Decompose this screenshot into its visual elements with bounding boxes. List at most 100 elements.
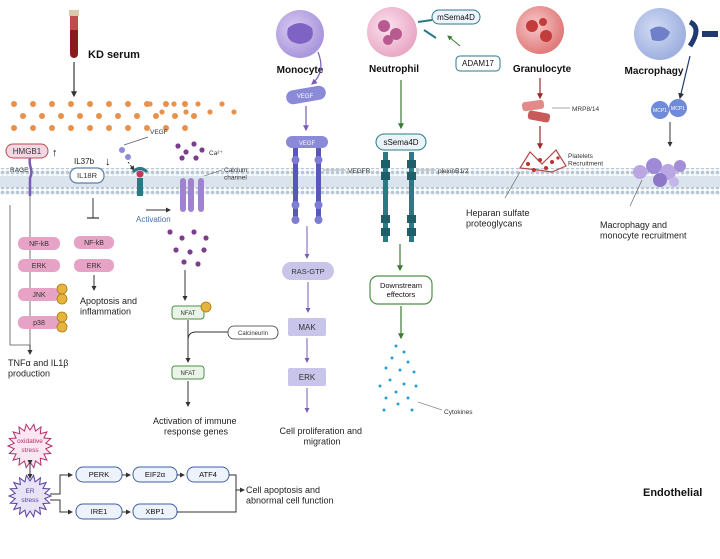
svg-text:PERK: PERK	[89, 470, 109, 479]
mrp-protein-icon	[521, 99, 551, 123]
vegf-ligand-icon: VEGF	[286, 85, 326, 105]
cytokine-dots-dot	[396, 402, 400, 406]
serum-dots-dot	[106, 125, 112, 131]
small-serum-dots-dot	[219, 101, 225, 107]
msema4d-box: mSema4D	[431, 9, 481, 25]
svg-text:MCP1: MCP1	[671, 106, 685, 112]
nfat-box-2: NFAT	[171, 365, 205, 380]
vegfr-receptor: VEGF	[286, 136, 328, 224]
ca-dots-bottom-dot	[203, 235, 209, 241]
granulocyte-cell-icon	[516, 6, 564, 54]
svg-text:MCP1: MCP1	[653, 108, 667, 114]
rage-label: RAGE	[10, 167, 29, 174]
serum-dots-dot	[87, 125, 93, 131]
mak-box: MAK	[288, 318, 326, 336]
serum-dots-dot	[49, 125, 55, 131]
il37b-down-arrow: ↓	[105, 156, 111, 168]
serum-dots-dot	[30, 101, 36, 107]
activation-receptor	[131, 167, 149, 196]
cytokine-dots-dot	[402, 382, 406, 386]
ca-dots-bottom-dot	[195, 261, 201, 267]
pathway-box-nfkb-1: NF-kB	[18, 237, 60, 250]
svg-text:mSema4D: mSema4D	[437, 13, 475, 22]
macrophage-recruitment-label: Macrophagy and monocyte recruitment	[600, 220, 687, 240]
serum-dots-dot	[49, 101, 55, 107]
pathway-box-nfkb-2: NF-kB	[74, 236, 114, 249]
cytokine-dots-dot	[384, 366, 388, 370]
small-serum-dots-dot	[147, 101, 153, 107]
ca-dots-bottom-dot	[173, 247, 179, 253]
il37b-label: IL37b	[74, 157, 95, 166]
calcineurin-box: Calcineurin	[227, 325, 279, 340]
svg-text:XBP1: XBP1	[145, 507, 164, 516]
cytokine-dots-dot	[382, 408, 386, 412]
il18r-label: IL18R	[77, 171, 98, 180]
svg-text:MAK: MAK	[298, 323, 316, 332]
heparan-label: Heparan sulfate proteoglycans	[466, 208, 532, 228]
heparan-label-line-2: proteoglycans	[466, 218, 523, 228]
macrophage-cell-icon	[634, 8, 718, 60]
calcium-ion-label: Ca²⁺	[209, 150, 223, 157]
svg-text:ATF4: ATF4	[199, 470, 217, 479]
ire1-box: IRE1	[75, 503, 123, 520]
ca-dots-bottom-dot	[191, 229, 197, 235]
serum-dots-dot	[68, 101, 74, 107]
serum-dots-dot	[144, 125, 150, 131]
cytokine-dots-dot	[402, 350, 406, 354]
neutrophil-label: Neutrophil	[369, 64, 419, 75]
small-serum-dots-dot	[231, 109, 237, 115]
serum-dots-dot	[68, 125, 74, 131]
platelet-cluster-icon	[518, 149, 567, 173]
serum-dots-dot	[115, 113, 121, 119]
ca-dots-top-dot	[199, 147, 205, 153]
mrp-label: MRP8/14	[572, 106, 599, 113]
activation-label: Activation	[136, 215, 171, 224]
cytokine-dots-dot	[398, 368, 402, 372]
svg-text:EIF2α: EIF2α	[145, 470, 166, 479]
mcp1-molecule-a: MCP1	[651, 101, 669, 119]
vegf-small-label: VEGF	[150, 129, 168, 136]
svg-text:VEGF: VEGF	[297, 94, 314, 100]
serum-dots-dot	[191, 113, 197, 119]
ca-dots-top-dot	[193, 155, 199, 161]
svg-text:ERK: ERK	[87, 263, 102, 270]
calcium-channel-label-line-2: channel	[224, 174, 247, 181]
cytokine-dots-dot	[406, 360, 410, 364]
outcome-tnfa-il1b: TNFα and IL1β production	[8, 358, 71, 378]
pathway-box-p38: p38	[18, 311, 68, 333]
ca-dots-top-dot	[175, 143, 181, 149]
outcome-tnfa-il1b-line-2: production	[8, 368, 50, 378]
outcome-immune-genes-line-2: response genes	[164, 426, 229, 436]
cytokine-dots-dot	[406, 396, 410, 400]
adam17-box: ADAM17	[455, 55, 501, 72]
cytokine-dots-dot	[414, 384, 418, 388]
svg-text:ADAM17: ADAM17	[462, 59, 495, 68]
cell-membrane	[0, 168, 720, 195]
monocyte-cell-icon	[276, 10, 324, 58]
svg-text:NFAT: NFAT	[181, 371, 196, 377]
serum-dots-dot	[182, 101, 188, 107]
platelets-recruitment-label: Platelets Recruitment	[568, 153, 603, 167]
serum-dots-dot	[20, 113, 26, 119]
xbp1-box: XBP1	[132, 503, 178, 520]
platelets-recruitment-label-line-2: Recruitment	[568, 160, 603, 167]
cytokines-label: Cytokines	[444, 409, 473, 416]
serum-dots-dot	[125, 125, 131, 131]
kd-serum-label: KD serum	[88, 49, 140, 61]
svg-text:p38: p38	[33, 320, 45, 327]
msema4d-icon	[417, 19, 437, 39]
outcome-immune-genes: Activation of immune response genes	[153, 416, 239, 436]
endothelial-label: Endothelial	[643, 487, 702, 499]
serum-dots-dot	[11, 101, 17, 107]
svg-text:NFAT: NFAT	[181, 311, 196, 317]
small-serum-dots-dot	[171, 101, 177, 107]
ca-dots-top-dot	[183, 149, 189, 155]
ras-gtp-box: RAS-GTP	[282, 262, 334, 280]
svg-text:JNK: JNK	[32, 292, 46, 299]
ssema4d-box: sSema4D	[375, 133, 427, 151]
ca-dots-top-dot	[191, 141, 197, 147]
plexin-label: plexinB1/2	[438, 168, 469, 175]
rage-receptor	[28, 157, 33, 196]
